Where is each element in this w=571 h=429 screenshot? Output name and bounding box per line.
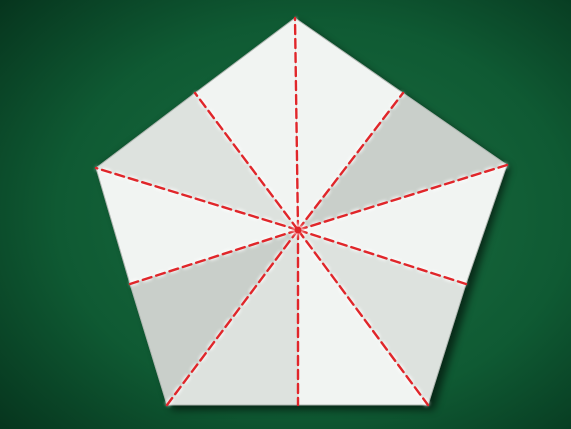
fold-center-point bbox=[295, 227, 302, 234]
